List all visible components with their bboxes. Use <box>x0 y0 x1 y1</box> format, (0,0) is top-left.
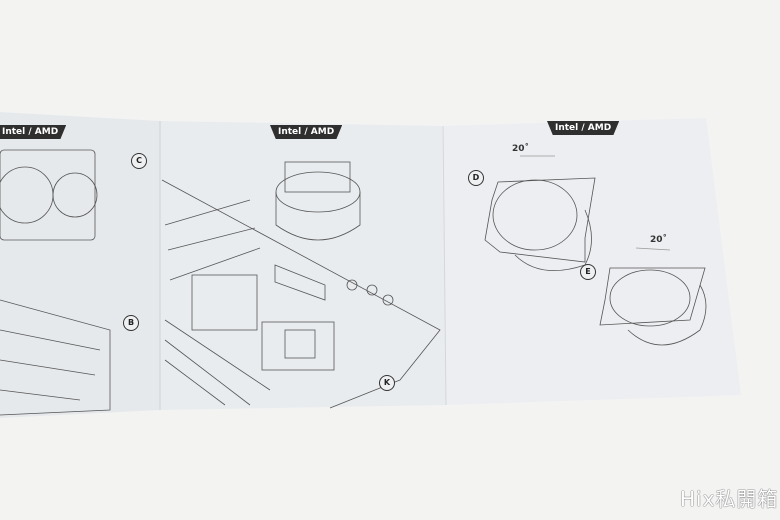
step-label-c: C <box>131 153 147 169</box>
motherboard-drawing <box>161 161 441 409</box>
rotation-angle-label: 20˚ <box>512 144 530 154</box>
step-label-k: K <box>379 375 395 391</box>
step-label-b: B <box>123 315 139 331</box>
step-label-e: E <box>580 264 596 280</box>
rotation-angle-label: 20˚ <box>650 235 668 245</box>
section-tab-intel-amd: Intel / AMD <box>270 125 343 139</box>
middle-page <box>160 121 446 410</box>
right-page <box>442 118 741 405</box>
section-tab-intel-amd: Intel / AMD <box>0 125 67 139</box>
section-tab-intel-amd: Intel / AMD <box>547 121 620 135</box>
radiator-drawing <box>0 149 111 416</box>
left-page <box>0 112 160 418</box>
step-label-d: D <box>468 170 484 186</box>
watermark: Hix私開箱 <box>680 487 779 511</box>
